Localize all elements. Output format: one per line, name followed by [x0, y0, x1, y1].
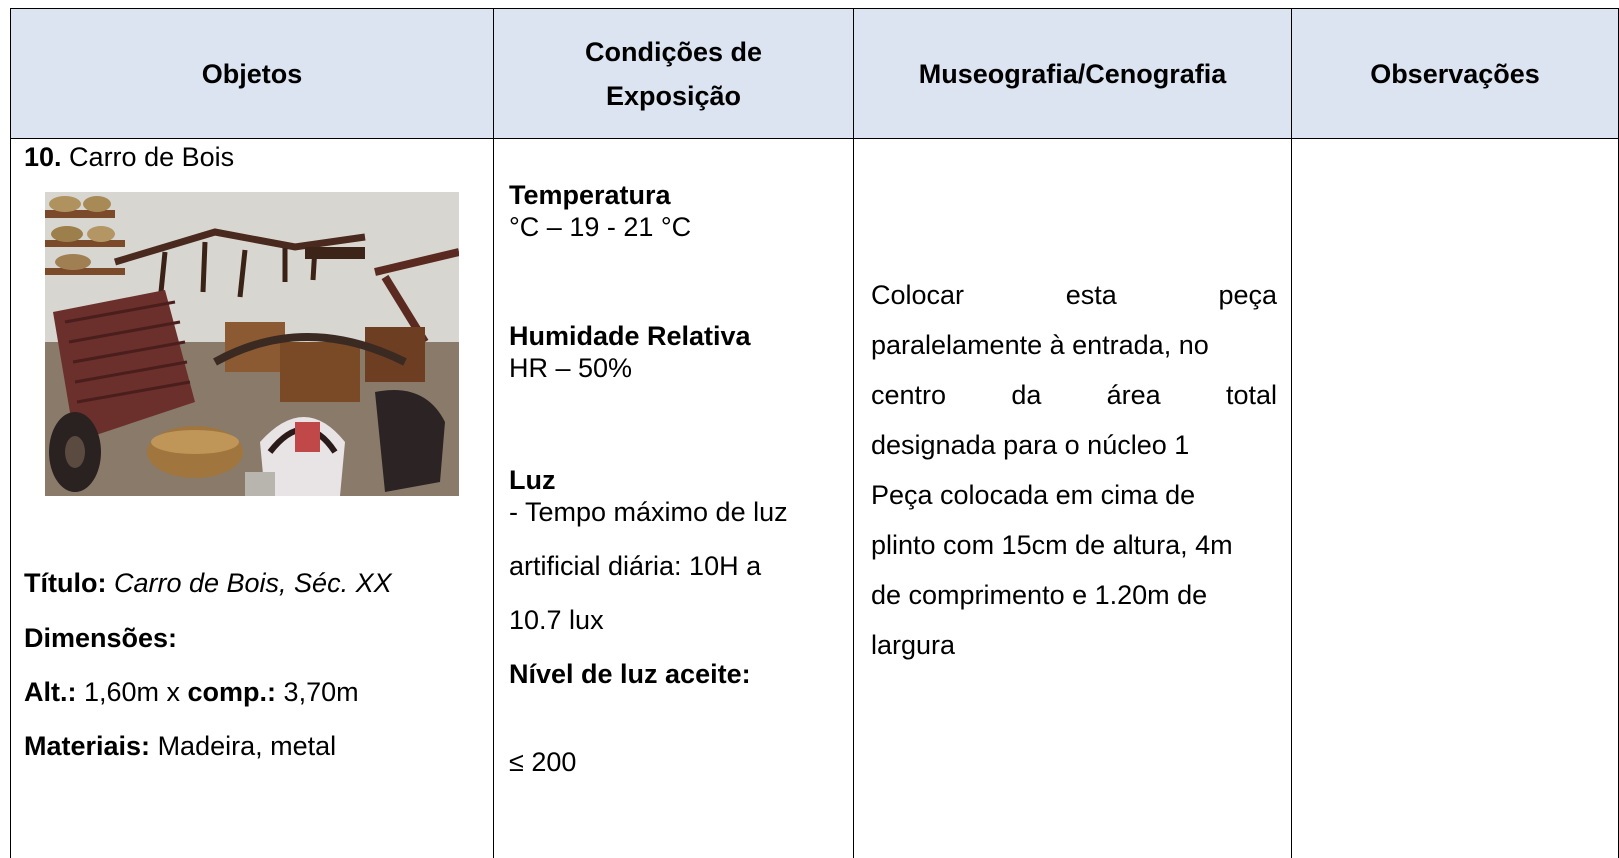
museografia-line6: plinto com 15cm de altura, 4m	[871, 530, 1233, 560]
temperatura-value: °C – 19 - 21 °C	[509, 212, 692, 242]
nivel-label: Nível de luz aceite:	[509, 659, 751, 689]
humidade-value: HR – 50%	[509, 353, 633, 383]
object-title: 10. Carro de Bois	[24, 141, 234, 173]
museografia-line1: Colocar esta peça	[871, 280, 1277, 310]
luz-line2: artificial diária: 10H a	[509, 551, 762, 581]
header-museografia-label: Museografia/Cenografia	[918, 58, 1227, 89]
museografia-line2: paralelamente à entrada, no	[871, 330, 1209, 360]
alt-label: Alt.:	[24, 677, 77, 707]
luz-label: Luz	[509, 465, 556, 495]
comp-label: comp.:	[187, 677, 277, 707]
comp-value: 3,70m	[276, 677, 359, 707]
dimensoes-label: Dimensões:	[24, 623, 178, 653]
table-border-left	[10, 8, 11, 858]
header-condicoes-line2: Exposição	[605, 80, 742, 111]
object-dimensoes: Dimensões:	[24, 622, 177, 654]
museografia-line5: Peça colocada em cima de	[871, 480, 1196, 510]
header-condicoes-line1: Condições de	[584, 36, 763, 67]
titulo-label: Título:	[24, 568, 107, 598]
object-name: Carro de Bois	[61, 142, 235, 172]
object-titulo: Título: Carro de Bois, Séc. XX	[24, 567, 392, 599]
column-divider-3	[1291, 8, 1292, 858]
header-objetos: Objetos	[11, 9, 493, 138]
museografia-text: Colocar esta peça paralelamente à entrad…	[871, 270, 1277, 670]
header-condicoes: Condições de Exposição	[494, 9, 853, 138]
object-number: 10.	[24, 142, 62, 172]
object-materiais: Materiais: Madeira, metal	[24, 730, 336, 762]
museografia-line4: designada para o núcleo 1	[871, 430, 1190, 460]
materiais-label: Materiais:	[24, 731, 151, 761]
luz-line3: 10.7 lux	[509, 605, 604, 635]
header-observacoes: Observações	[1292, 9, 1618, 138]
header-objetos-label: Objetos	[201, 58, 303, 89]
column-divider-1	[493, 8, 494, 858]
object-medidas: Alt.: 1,60m x comp.: 3,70m	[24, 676, 359, 708]
table-border-top	[10, 8, 1619, 9]
temperatura-label: Temperatura	[509, 180, 671, 210]
museografia-line8: largura	[871, 630, 956, 660]
museografia-line7: de comprimento e 1.20m de	[871, 580, 1208, 610]
nivel-value: ≤ 200	[509, 747, 577, 777]
materiais-value: Madeira, metal	[150, 731, 337, 761]
table-header-row	[11, 9, 1618, 138]
object-photo	[45, 192, 459, 496]
header-divider	[10, 138, 1619, 139]
luz-line1: - Tempo máximo de luz	[509, 497, 788, 527]
header-museografia: Museografia/Cenografia	[854, 9, 1291, 138]
header-observacoes-label: Observações	[1370, 58, 1540, 89]
column-divider-2	[853, 8, 854, 858]
alt-value: 1,60m x	[76, 677, 188, 707]
humidade-label: Humidade Relativa	[509, 321, 751, 351]
museografia-line3: centro da área total	[871, 380, 1277, 410]
titulo-value: Carro de Bois, Séc. XX	[106, 568, 392, 598]
